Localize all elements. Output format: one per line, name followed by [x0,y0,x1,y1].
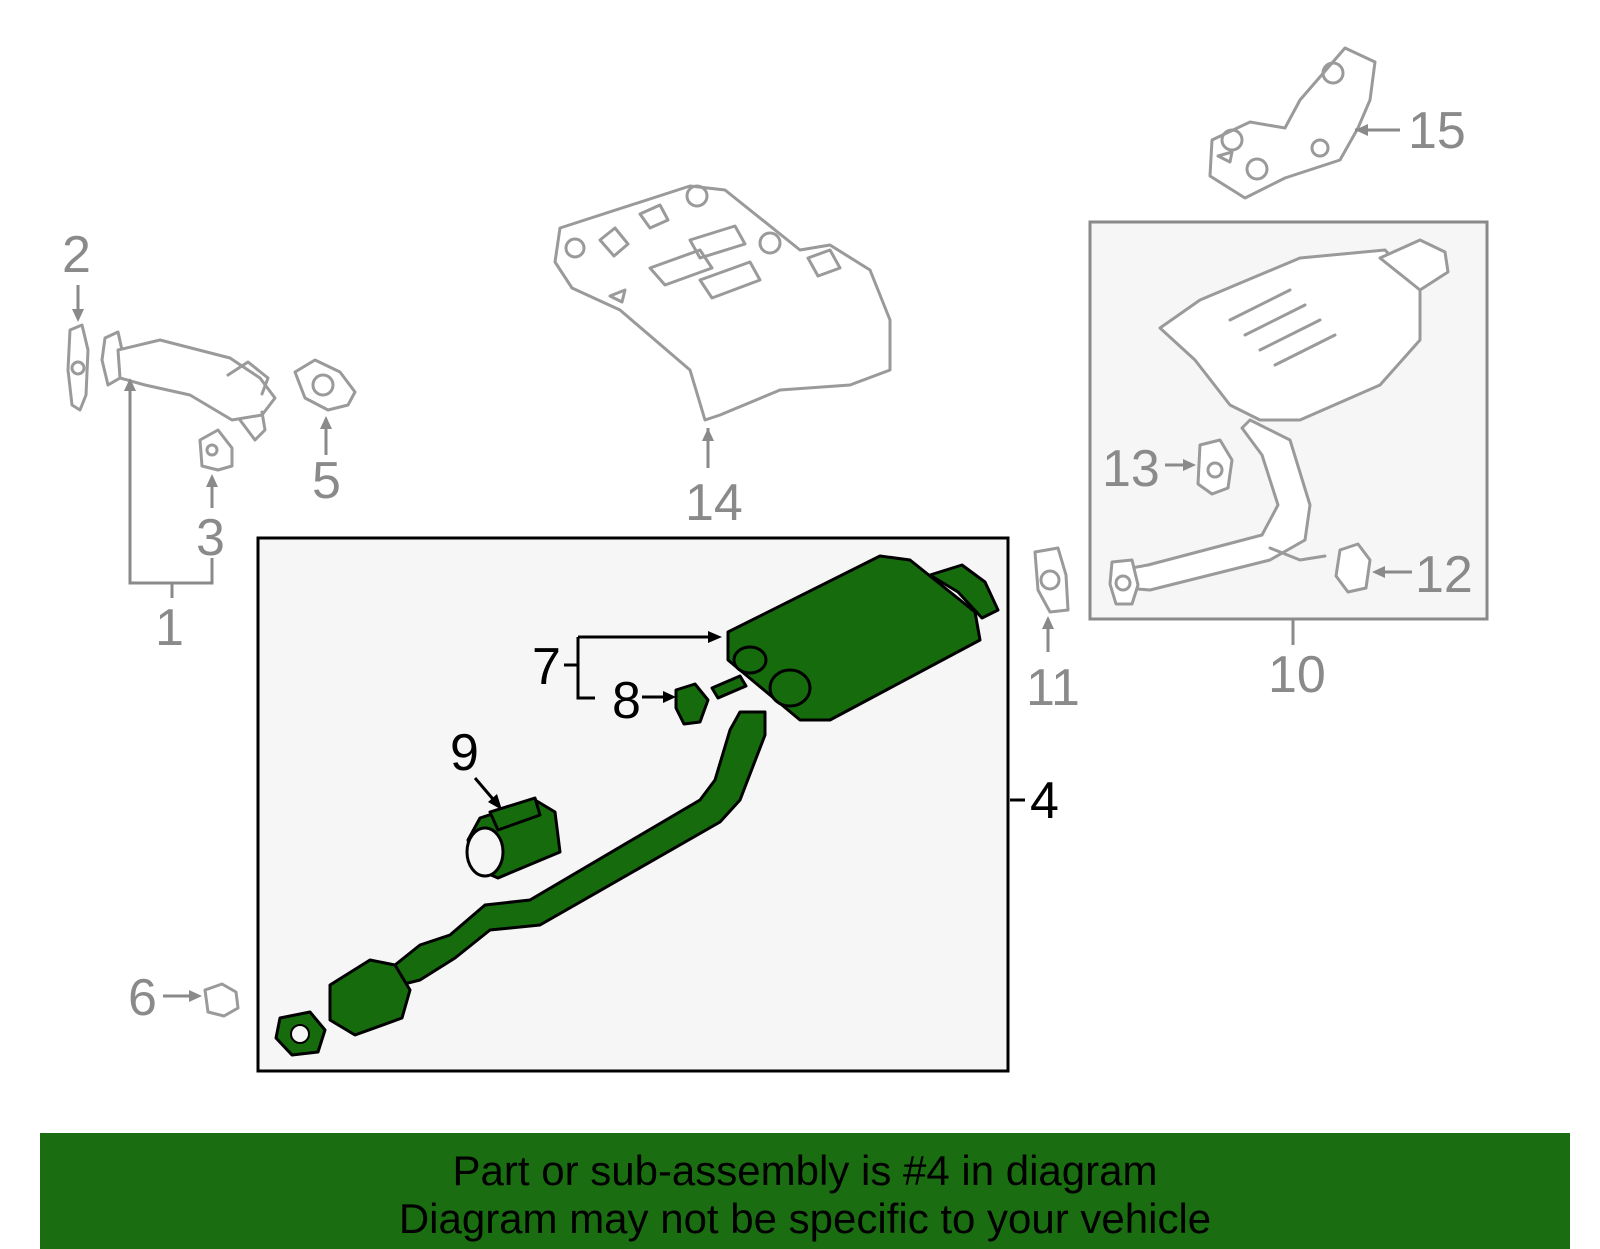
bracket-7 [576,637,595,700]
callout-11[interactable]: 11 [1026,659,1080,717]
callout-10[interactable]: 10 [1268,646,1326,704]
callout-8[interactable]: 8 [612,672,641,730]
banner-line-1: Part or sub-assembly is #4 in diagram [452,1147,1158,1194]
callout-2[interactable]: 2 [62,226,91,284]
callout-9[interactable]: 9 [450,724,479,782]
part-1-front-pipe[interactable] [100,330,277,442]
part-14-heat-shield[interactable] [553,184,892,422]
part-9-clamp[interactable] [465,796,562,880]
part-10-rear-muffler[interactable] [1108,238,1450,606]
callout-7[interactable]: 7 [532,638,561,696]
callout-5[interactable]: 5 [312,452,341,510]
callout-15[interactable]: 15 [1408,102,1466,160]
part-4-center-pipe-muffler[interactable] [274,554,1000,1057]
part-3-hanger[interactable] [198,428,234,472]
part-8-hanger[interactable] [674,674,748,726]
callout-13[interactable]: 13 [1102,440,1160,498]
callout-12[interactable]: 12 [1415,546,1473,604]
part-11-gasket[interactable] [1033,546,1070,614]
part-15-heat-shield[interactable] [1208,46,1377,200]
info-banner: Part or sub-assembly is #4 in diagram Di… [40,1133,1570,1249]
part-6-nut[interactable] [203,982,240,1018]
callout-14[interactable]: 14 [685,474,743,532]
banner-line-2: Diagram may not be specific to your vehi… [398,1195,1212,1242]
callout-1[interactable]: 1 [155,599,184,657]
callout-6[interactable]: 6 [128,969,157,1027]
part-5-gasket[interactable] [293,358,357,412]
part-13-hanger[interactable] [1196,438,1234,496]
part-12-hanger[interactable] [1334,542,1372,594]
callout-4[interactable]: 4 [1030,772,1059,830]
part-2-gasket[interactable] [66,323,90,412]
callout-3[interactable]: 3 [196,509,225,567]
